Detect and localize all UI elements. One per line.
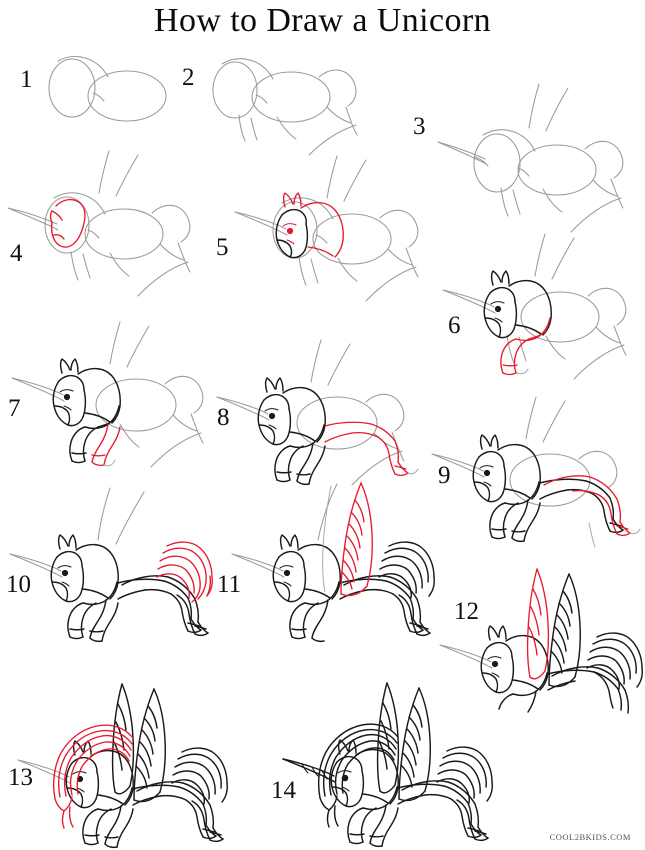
step-4-drawing xyxy=(0,150,225,330)
step-number-3: 3 xyxy=(413,113,426,140)
step-5: 5 xyxy=(215,155,445,340)
step-3-drawing xyxy=(405,83,645,250)
step-8: 8 xyxy=(215,339,445,500)
step-2: 2 xyxy=(178,55,408,190)
step-13-drawing xyxy=(0,655,250,850)
step-6: 6 xyxy=(438,233,645,395)
step-7-drawing xyxy=(0,321,225,483)
step-9-drawing xyxy=(431,396,645,560)
step-9: 9 xyxy=(431,396,645,560)
step-number-9: 9 xyxy=(438,462,451,489)
step-7: 7 xyxy=(0,321,225,483)
step-10: 10 xyxy=(0,487,225,643)
step-number-11: 11 xyxy=(217,571,242,598)
step-6-drawing xyxy=(438,233,645,395)
step-11-drawing xyxy=(215,478,450,643)
step-2-drawing xyxy=(178,55,408,190)
step-number-13: 13 xyxy=(8,764,33,791)
step-10-drawing xyxy=(0,487,225,643)
step-number-4: 4 xyxy=(10,240,23,267)
step-8-drawing xyxy=(215,339,445,500)
step-number-14: 14 xyxy=(271,777,296,804)
step-number-5: 5 xyxy=(216,234,229,261)
step-12: 12 xyxy=(430,545,645,714)
step-14-drawing xyxy=(255,660,545,850)
step-11: 11 xyxy=(215,478,450,643)
step-12-drawing xyxy=(430,545,645,714)
step-number-8: 8 xyxy=(217,404,230,431)
step-number-1: 1 xyxy=(20,66,33,93)
step-1-drawing xyxy=(0,55,215,175)
page-title: How to Draw a Unicorn xyxy=(154,2,491,39)
step-number-12: 12 xyxy=(454,598,479,625)
step-number-6: 6 xyxy=(448,312,461,339)
step-13: 13 xyxy=(0,655,250,850)
step-1: 1 xyxy=(0,55,215,175)
step-5-drawing xyxy=(215,155,445,340)
step-3: 3 xyxy=(405,83,645,250)
step-number-10: 10 xyxy=(6,571,31,598)
step-number-2: 2 xyxy=(182,64,195,91)
step-14: 14 xyxy=(255,660,545,850)
watermark: COOL2BKIDS.COM xyxy=(549,832,631,842)
step-number-7: 7 xyxy=(8,395,21,422)
step-4: 4 xyxy=(0,150,225,330)
